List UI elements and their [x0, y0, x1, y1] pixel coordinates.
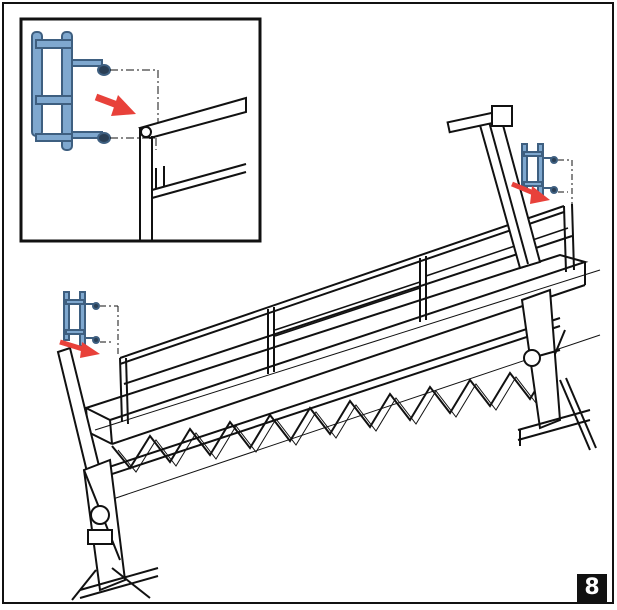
red-arrow-icon [94, 93, 136, 116]
guardrail-end-frame-icon-left [63, 291, 100, 347]
detail-inset [19, 17, 262, 243]
railing-detail [138, 96, 247, 240]
step-number-badge: 8 [577, 574, 607, 602]
guardrail-end-frame-icon-right [521, 143, 558, 197]
red-arrow-icon-right [511, 181, 550, 204]
outer-border [2, 2, 614, 604]
red-arrow-icon-left [59, 339, 100, 358]
alignment-lines [110, 69, 159, 150]
scaffold-platform-illustration [56, 105, 601, 601]
guardrail-end-frame-icon [31, 31, 111, 151]
